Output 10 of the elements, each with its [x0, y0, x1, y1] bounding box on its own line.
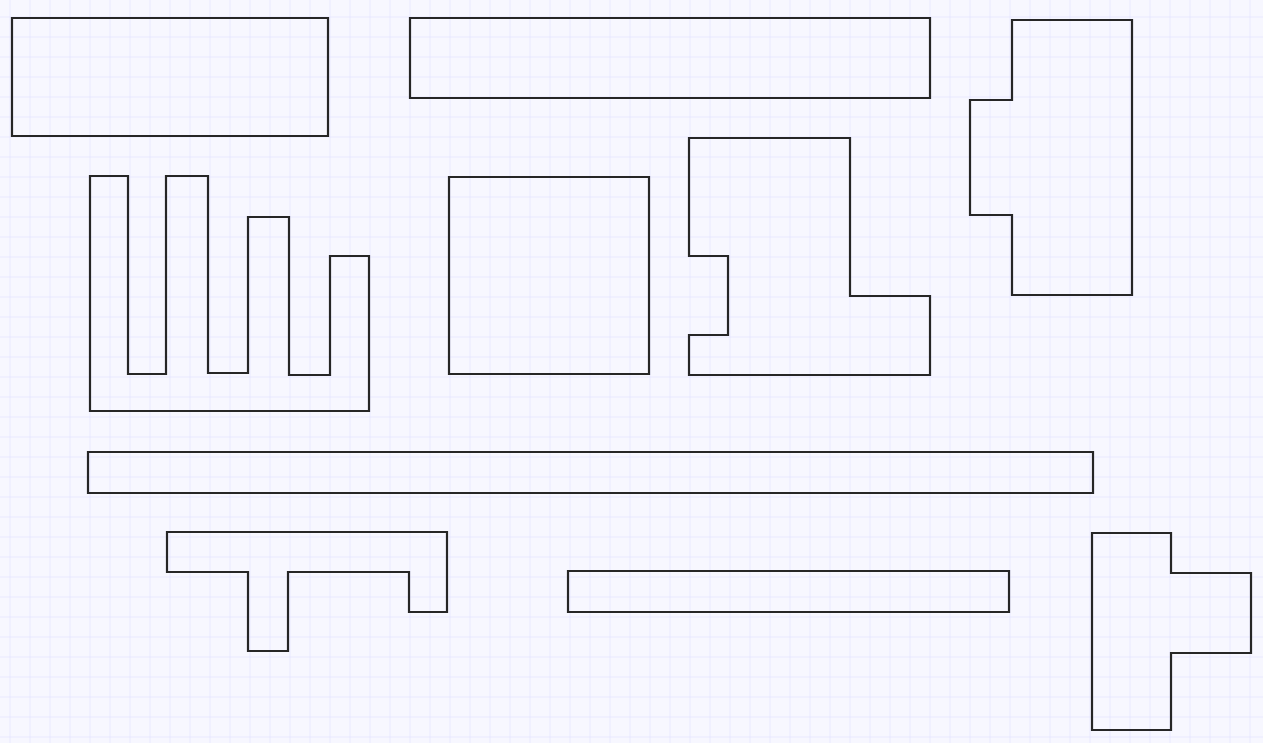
polygon-outline [687, 136, 932, 377]
rectangle-outline [566, 569, 1011, 614]
rectangle-outline [10, 16, 330, 138]
polygon-outline [1090, 531, 1253, 732]
rectangle-outline [86, 450, 1095, 495]
polygon-outline [968, 18, 1134, 297]
rectangle-outline [408, 16, 932, 100]
polygon-outline [88, 174, 371, 413]
polygon-outline [165, 530, 449, 653]
rectangle-outline [447, 175, 651, 376]
